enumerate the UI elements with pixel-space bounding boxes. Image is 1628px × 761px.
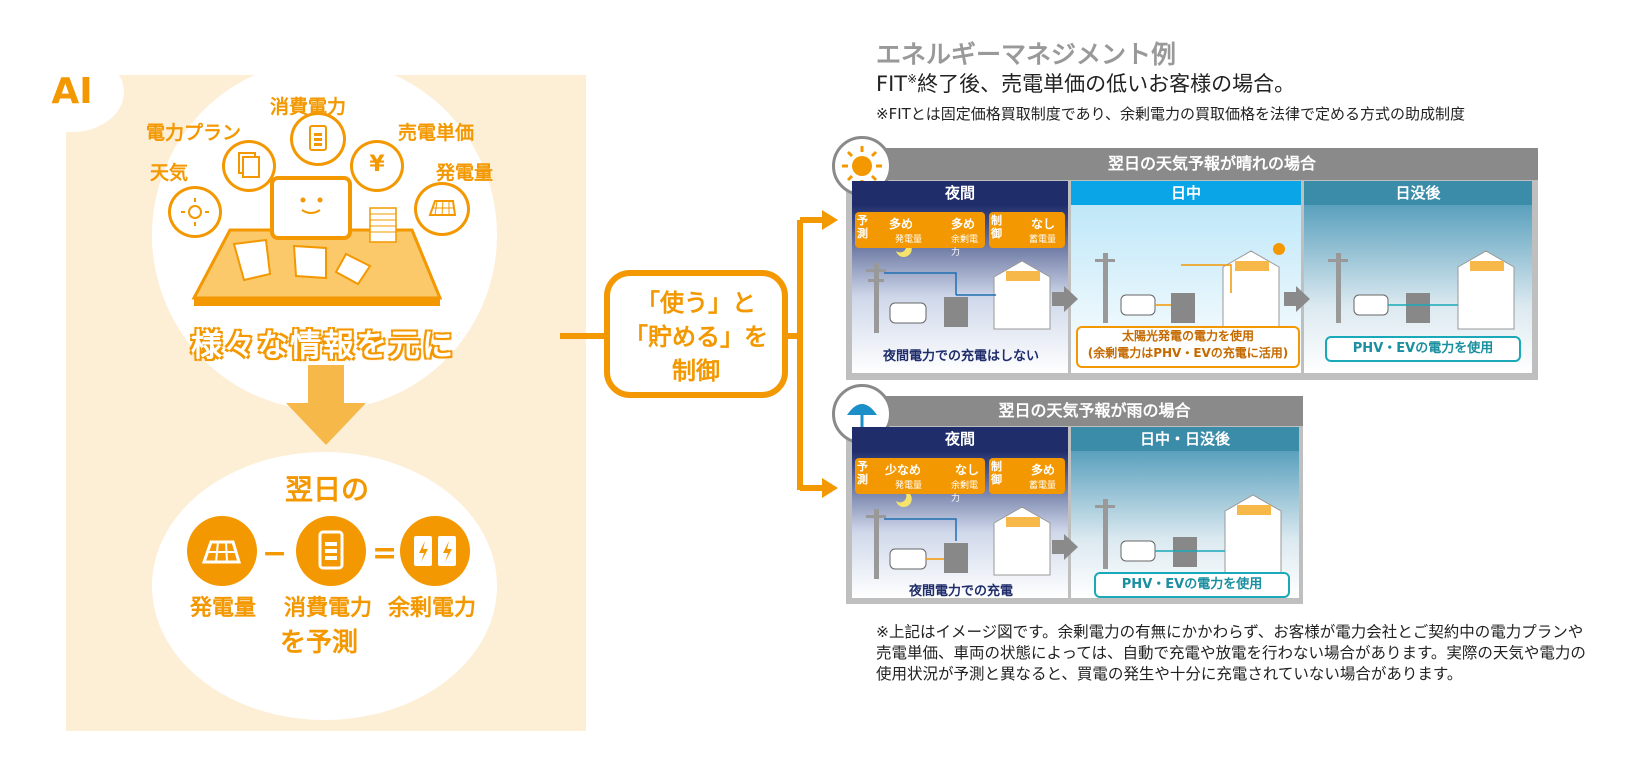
subtitle-rest: 終了後、売電単価の低いお客様の場合。	[917, 72, 1296, 96]
bubble-label-weather: 天気	[150, 162, 189, 184]
battery-icon	[290, 112, 346, 166]
rainy-gen-value: 少なめ	[885, 463, 922, 477]
prediction-term-consumption: 消費電力	[284, 596, 373, 621]
control-line-3: 制御	[672, 357, 720, 385]
bubble-label-generation: 発電量	[436, 162, 494, 184]
rainy-storage-label: 蓄電量	[1029, 481, 1057, 491]
sunny-surplus-value: 多め	[951, 217, 976, 231]
rainy-control-box: 制御 多め 蓄電量	[989, 458, 1065, 494]
flow-connectors	[560, 210, 838, 498]
down-arrow-icon	[286, 365, 366, 445]
forecast-label: 予測	[857, 214, 868, 240]
subtitle-mark: ※	[907, 72, 918, 86]
prediction-suffix: を予測	[280, 628, 359, 658]
control-line-1: 「使う」と	[636, 289, 756, 317]
prediction-oval	[152, 452, 497, 720]
prediction-term-generation: 発電量	[190, 596, 257, 621]
sunny-header: 翌日の天気予報が晴れの場合	[846, 148, 1538, 180]
control-label: 制御	[991, 460, 1002, 486]
rainy-surplus-label: 余剰電力	[951, 481, 979, 504]
headline: 様々な情報を元に	[191, 328, 455, 364]
battery-icon	[296, 516, 366, 586]
rainy-header: 翌日の天気予報が雨の場合	[846, 396, 1303, 426]
rainy-forecast-box: 予測 少なめ 発電量 なし 余剰電力	[855, 458, 985, 504]
document-icon	[222, 140, 276, 192]
next-arrow-icon	[1052, 534, 1078, 560]
desk-illustration	[191, 176, 443, 306]
sunny-storage-value: なし	[1031, 217, 1056, 231]
sunny-day-caption: 太陽光発電の電力を使用 (余剰電力はPHV・EVの充電に活用)	[1076, 326, 1300, 368]
sunny-seg-evening: 日没後	[1304, 181, 1532, 205]
sunny-seg-day: 日中	[1071, 181, 1301, 205]
sunny-storage-label: 蓄電量	[1029, 235, 1057, 245]
sunny-gen-label: 発電量	[895, 235, 923, 245]
rainy-surplus-value: なし	[955, 463, 980, 477]
next-arrow-icon	[1284, 286, 1310, 312]
prediction-title: 翌日の	[285, 473, 370, 506]
sunny-gen-value: 多め	[889, 217, 914, 231]
sunny-day-caption-2: (余剰電力はPHV・EVの充電に活用)	[1087, 346, 1289, 360]
minus-sign: −	[262, 536, 288, 571]
ai-badge: AI	[20, 52, 124, 132]
sunny-surplus-label: 余剰電力	[951, 235, 979, 258]
sunny-forecast-box: 予測 多め 発電量 多め 余剰電力	[855, 212, 985, 258]
subtitle-fit: FIT	[876, 72, 908, 96]
rainy-day-caption: PHV・EVの電力を使用	[1094, 572, 1290, 598]
yen-icon: ¥	[350, 140, 404, 192]
prediction-term-surplus: 余剰電力	[388, 596, 477, 621]
fit-note: ※FITとは固定価格買取制度であり、余剰電力の買取価格を法律で定める方式の助成制…	[876, 105, 1466, 123]
forecast-label: 予測	[857, 460, 868, 486]
sunny-evening-caption: PHV・EVの電力を使用	[1325, 336, 1521, 362]
sun-icon	[168, 186, 222, 238]
rainy-gen-label: 発電量	[895, 481, 923, 491]
rainy-seg-day-evening: 日中・日没後	[1071, 427, 1299, 451]
sunny-control-box: 制御 なし 蓄電量	[989, 212, 1065, 248]
control-box: 「使う」と 「貯める」を 制御	[604, 270, 788, 398]
sunny-seg-night: 夜間	[852, 181, 1068, 205]
control-label: 制御	[991, 214, 1002, 240]
next-arrow-icon	[1052, 286, 1078, 312]
disclaimer-note: ※上記はイメージ図です。余剰電力の有無にかかわらず、お客様が電力会社とご契約中の…	[876, 623, 1586, 683]
solar-panel-icon	[414, 182, 470, 236]
example-title: エネルギーマネジメント例	[876, 40, 1177, 69]
sunny-night-caption: 夜間電力での充電はしない	[882, 349, 1039, 364]
bubble-label-plan: 電力プラン	[146, 122, 242, 144]
bubble-label-price: 売電単価	[398, 122, 475, 144]
example-subtitle: FIT※終了後、売電単価の低いお客様の場合。	[876, 68, 1295, 98]
equals-sign: =	[372, 536, 398, 571]
rainy-seg-night: 夜間	[852, 427, 1068, 451]
sunny-day-caption-1: 太陽光発電の電力を使用	[1121, 329, 1254, 343]
solar-panel-icon	[187, 516, 257, 586]
batteries-icon	[400, 516, 470, 586]
rainy-night-caption: 夜間電力での充電	[908, 584, 1013, 599]
rainy-storage-value: 多め	[1031, 463, 1056, 477]
control-line-2: 「貯める」を	[624, 323, 768, 351]
